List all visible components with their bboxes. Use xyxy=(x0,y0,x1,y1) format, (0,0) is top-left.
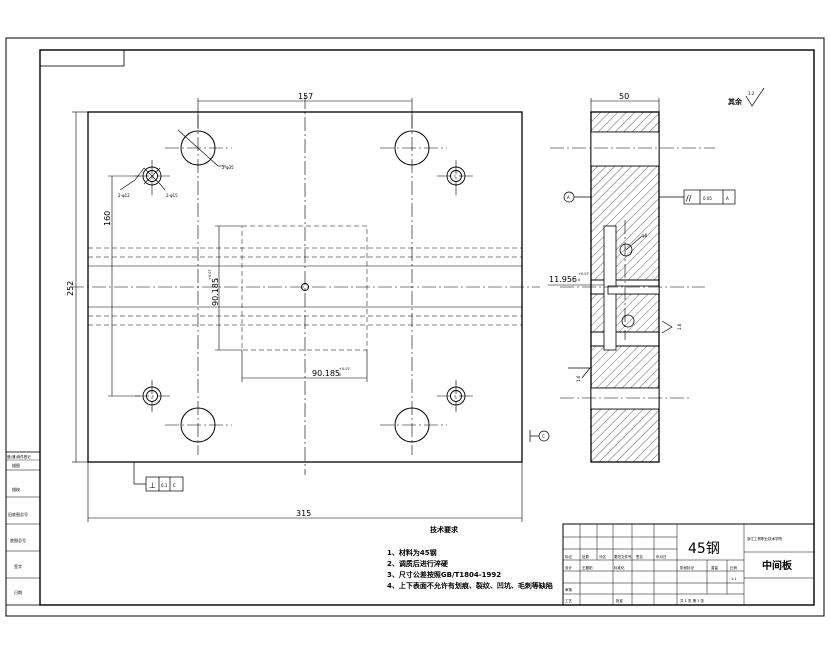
dim-pocket-w-tol: +0.07 xyxy=(339,367,350,371)
rough-local-a: 1.6 xyxy=(677,323,682,330)
note-4: 4、上下表面不允许有划痕、裂纹、凹坑、毛刺等缺陷 xyxy=(387,581,553,590)
drawing-frame xyxy=(5,37,825,617)
tb-standard-label: 标准化 xyxy=(614,565,625,570)
note-3: 3、尺寸公差按照GB/T1804-1992 xyxy=(387,570,501,579)
side-dim-11956: 11.956 xyxy=(549,275,577,284)
dim-pocket-w xyxy=(241,350,368,382)
tb-part-name: 中间板 xyxy=(762,559,793,572)
channel-lines xyxy=(88,265,522,308)
pin-hole-label-a: 2-φ12 xyxy=(118,193,130,198)
tb-school: 浙江工贸职业技术学院 xyxy=(747,536,782,541)
notes-heading: 技术要求 xyxy=(430,525,459,534)
dim-top-text: 157 xyxy=(298,92,313,101)
tb-row-label-0: 标记 xyxy=(565,554,573,559)
side-strip: 借(通)用件登记 描图 描校 旧底图总号 底图总号 签字 日期 xyxy=(5,451,41,606)
side-dim-11956-tol2: 0 xyxy=(578,278,580,282)
large-holes xyxy=(180,130,430,443)
large-hole-label: 2-φ35 xyxy=(222,165,234,170)
pin-hole-label-b: 2-φ15 xyxy=(166,193,178,198)
side-dim-11956-tol: +0.07 xyxy=(578,272,589,276)
side-strip-3: 旧底图总号 xyxy=(8,511,28,517)
dim-160-text: 160 xyxy=(103,211,112,226)
tb-stage-label: 阶段标记 xyxy=(680,565,694,570)
tb-row-label-3: 更改文件号 xyxy=(614,554,632,559)
datum-a: A xyxy=(567,195,570,200)
tb-scale-label: 比例 xyxy=(730,565,738,570)
tb-process-label: 工艺 xyxy=(565,598,573,603)
dim-pocket-h-text: 90.185 xyxy=(211,278,220,306)
dim-bottom-text: 315 xyxy=(296,509,311,518)
dim-pocket-w-text: 90.185 xyxy=(312,369,340,378)
tb-weight-label: 重量 xyxy=(711,565,719,570)
dim-left-160 xyxy=(108,175,140,397)
tb-designer-label: 设计 xyxy=(565,565,573,570)
dim-bottom-315 xyxy=(87,462,523,522)
rough-rest-label: 其余 xyxy=(728,97,743,106)
front-view: 2-φ35 2-φ12 2-φ15 157 252 160 xyxy=(66,92,540,522)
side-dim-50: 50 xyxy=(619,92,629,101)
tb-row-label-2: 分区 xyxy=(599,554,607,559)
note-2: 2、调质后进行淬硬 xyxy=(387,559,449,568)
tb-scale: 1:1 xyxy=(731,577,737,581)
tb-material: 45钢 xyxy=(688,541,720,557)
tb-row-label-5: 年月日 xyxy=(656,554,667,559)
side-strip-0: 借(通)用件登记 xyxy=(7,454,31,459)
side-strip-2: 描校 xyxy=(12,486,20,492)
side-strip-6: 日期 xyxy=(14,589,22,595)
center-lines xyxy=(70,95,540,475)
tol-par-datum: A xyxy=(726,196,729,201)
rough-rest-value: 3.2 xyxy=(748,91,755,96)
dim-pocket-h xyxy=(215,225,242,351)
pin-holes xyxy=(142,166,466,406)
datum-c: C xyxy=(542,434,545,439)
rough-local-b: 1.6 xyxy=(576,375,581,382)
tb-row-label-1: 处数 xyxy=(582,554,590,559)
dim-left-text: 252 xyxy=(66,281,75,296)
tol-par-symbol: // xyxy=(686,194,692,203)
tb-row-label-4: 签名 xyxy=(636,554,643,559)
tb-designer: 王晨阳 xyxy=(582,565,593,570)
tol-perp-datum: C xyxy=(173,483,176,488)
dim-pocket-w-tol2: 0 xyxy=(339,373,341,377)
tb-sheets: 共 1 张 第 1 张 xyxy=(680,598,705,603)
tb-approve-label: 批准 xyxy=(616,598,624,603)
side-tap-label: φ8 xyxy=(642,233,648,238)
tol-frame-perp xyxy=(133,462,184,492)
side-strip-1: 描图 xyxy=(12,462,20,468)
note-1: 1、材料为45钢 xyxy=(387,548,437,557)
hole-leaders xyxy=(119,129,226,191)
dim-top-157 xyxy=(197,98,413,128)
dim-left-252 xyxy=(72,111,88,463)
side-strip-5: 签字 xyxy=(14,563,22,569)
tol-perp-value: 0.1 xyxy=(161,483,168,488)
tol-perp-symbol: ⊥ xyxy=(149,481,156,490)
technical-notes: 技术要求 1、材料为45钢 2、调质后进行淬硬 3、尺寸公差按照GB/T1804… xyxy=(387,525,553,590)
tol-par-value: 0.05 xyxy=(703,196,712,201)
side-view: 50 11.956 +0.07 0 φ8 A // 0.05 A xyxy=(529,87,765,463)
tb-review-label: 审核 xyxy=(565,587,573,592)
dim-pocket-h-tol2: 0 xyxy=(215,278,219,280)
dim-pocket-h-tol: +0.07 xyxy=(208,269,212,280)
side-strip-4: 底图总号 xyxy=(10,537,26,543)
hidden-channel xyxy=(88,225,522,351)
title-block: 45钢 浙江工贸职业技术学院 中间板 标记 处数 分区 更改文件号 签名 年月日… xyxy=(562,523,815,606)
